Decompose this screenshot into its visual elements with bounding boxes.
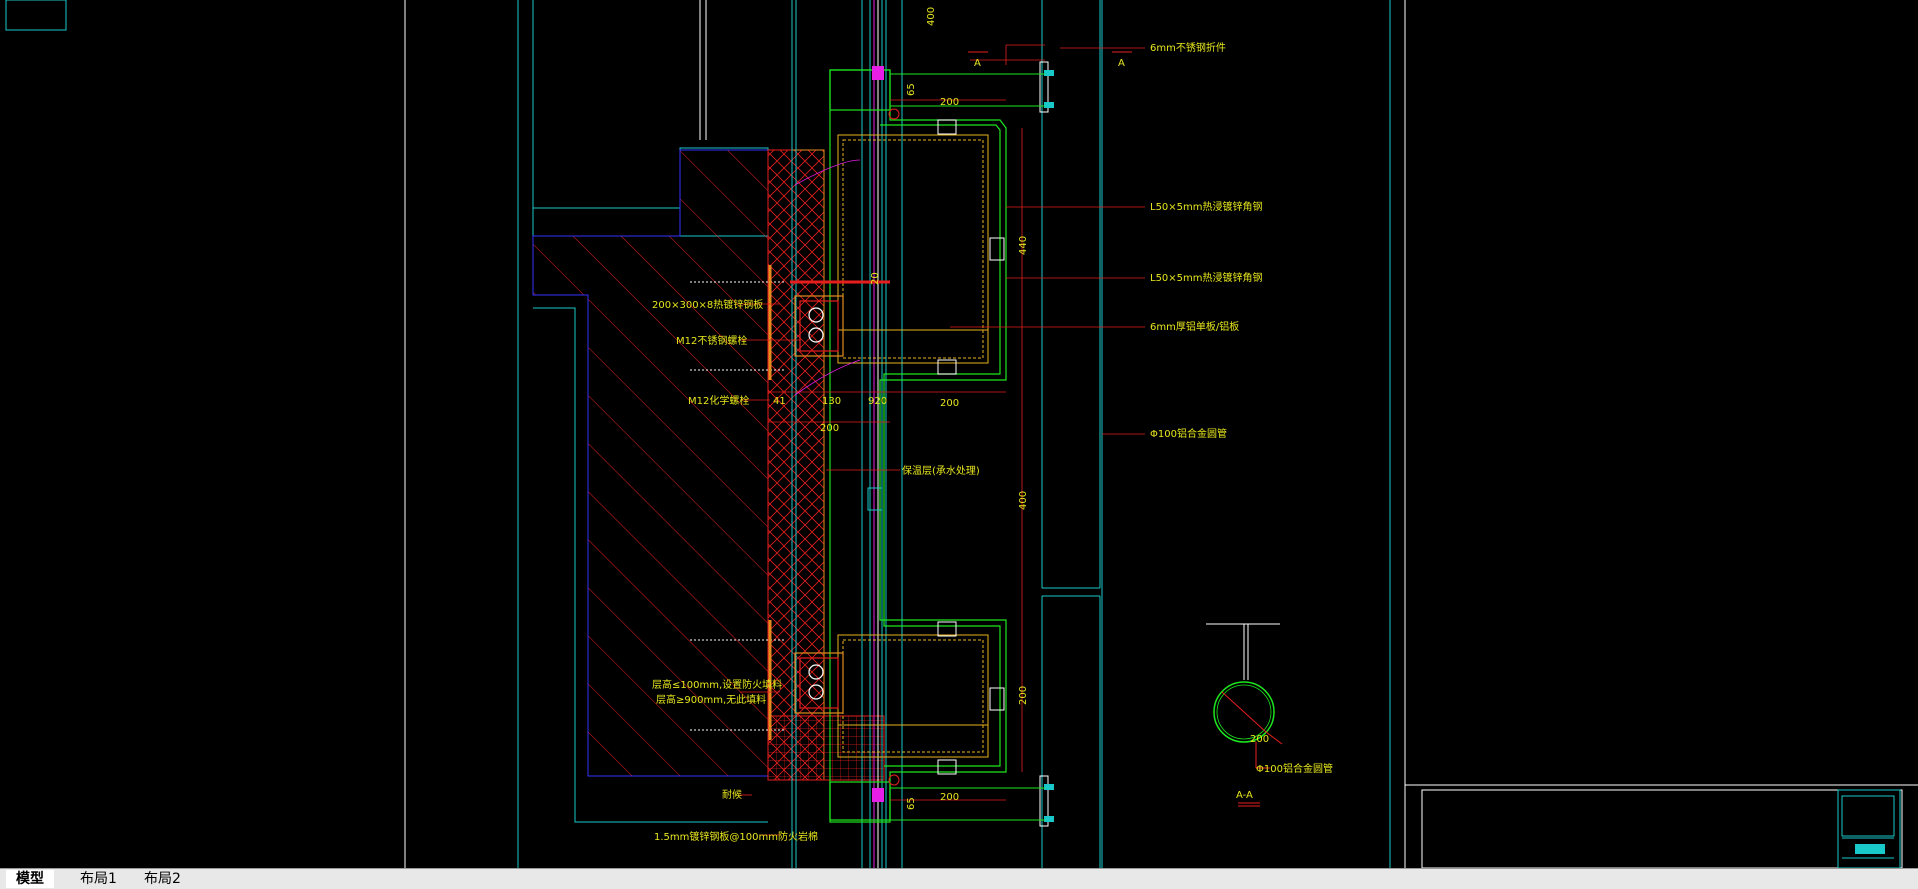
- connectors: [867, 61, 1054, 827]
- tab-layout-2[interactable]: 布局2: [144, 871, 181, 887]
- embed-plates: [794, 295, 844, 714]
- section-letter: A: [974, 58, 981, 69]
- title-block: [1841, 795, 1895, 859]
- sheet-frame: [5, 0, 1918, 869]
- callout-stainless-fold: 6mm不锈钢折件: [1150, 41, 1226, 54]
- callout-chemical-bolt: M12化学螺栓: [688, 394, 749, 407]
- dim-text: 200: [1250, 734, 1269, 745]
- section-aa-pipe: [1206, 623, 1283, 807]
- dim-text: 920: [868, 396, 887, 407]
- dim-text: 200: [940, 398, 959, 409]
- callout-angle-steel-1: L50×5mm热浸镀锌角钢: [1150, 200, 1263, 213]
- concrete-structure: [532, 147, 769, 823]
- callout-galv-sheet: 1.5mm镀锌钢板@100mm防火岩棉: [654, 830, 818, 843]
- callout-fire-fill-1: 层高≤100mm,设置防火填料: [652, 678, 782, 691]
- dimension-lines: [768, 44, 1045, 801]
- tab-layout-1[interactable]: 布局1: [80, 871, 117, 887]
- dim-text: 20: [870, 272, 881, 285]
- section-label: A-A: [1236, 790, 1253, 801]
- layout-tab-bar: 模型 布局1 布局2: [0, 868, 1918, 889]
- callout-stainless-bolt: M12不锈钢螺栓: [676, 334, 747, 347]
- callout-texts: 6mm不锈钢折件 L50×5mm热浸镀锌角钢 L50×5mm热浸镀锌角钢 6mm…: [652, 41, 1263, 843]
- dim-text: 200: [940, 97, 959, 108]
- dim-text: 440: [1018, 236, 1029, 255]
- callout-aluminium-panel: 6mm厚铝单板/铝板: [1150, 320, 1239, 333]
- steel-frame: [837, 134, 989, 758]
- callout-round-pipe: Φ100铝合金圆管: [1150, 427, 1227, 440]
- dim-text: 65: [906, 83, 917, 96]
- callout-fire-fill-2: 层高≥900mm,无此填料: [656, 693, 766, 706]
- dim-text: 200: [940, 792, 959, 803]
- leader-lines: [740, 47, 1145, 836]
- dim-text: 400: [1018, 491, 1029, 510]
- dim-text: 65: [906, 797, 917, 810]
- dim-text: 41: [773, 396, 786, 407]
- pipe-label: Φ100铝合金圆管: [1256, 762, 1333, 775]
- dim-text: 130: [822, 396, 841, 407]
- aluminium-panel-profile: [829, 69, 1007, 823]
- section-letter: A: [1118, 58, 1125, 69]
- callout-insulation: 保温层(承水处理): [902, 464, 980, 477]
- fire-insulation: [767, 149, 885, 781]
- dimension-texts: 200 200 200 200 200 440 400 20 41 130 92…: [773, 7, 1333, 810]
- callout-sealant: 耐候: [722, 788, 742, 801]
- tab-model[interactable]: 模型: [6, 870, 54, 888]
- anchor-bolts: [690, 265, 890, 740]
- callout-angle-steel-2: L50×5mm热浸镀锌角钢: [1150, 271, 1263, 284]
- dim-text: 400: [926, 7, 937, 26]
- dim-text: 200: [820, 423, 839, 434]
- callout-steel-plate: 200×300×8热镀锌钢板: [652, 298, 763, 311]
- magenta-leaders: [794, 159, 861, 396]
- cad-model-space[interactable]: 6mm不锈钢折件 L50×5mm热浸镀锌角钢 L50×5mm热浸镀锌角钢 6mm…: [0, 0, 1918, 869]
- curtain-wall-mullion: [699, 0, 1103, 868]
- dim-text: 200: [1018, 686, 1029, 705]
